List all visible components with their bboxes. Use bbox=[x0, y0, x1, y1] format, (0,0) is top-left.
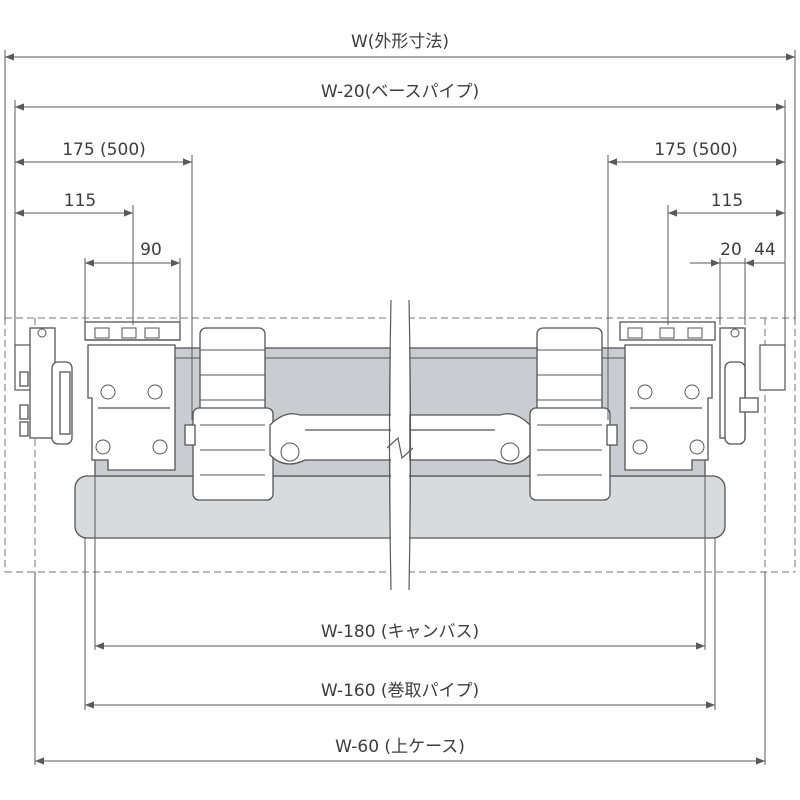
dim-right-44-label: 44 bbox=[754, 240, 776, 260]
dim-w-canvas-label: W-180 (キャンバス) bbox=[321, 622, 479, 642]
dim-right-115-label: 115 bbox=[711, 191, 743, 211]
dim-right-175-label: 175 (500) bbox=[654, 140, 738, 160]
dim-w-upper-case-label: W-60 (上ケース) bbox=[335, 737, 465, 757]
dim-left-175-label: 175 (500) bbox=[62, 140, 146, 160]
dim-w-total-label: W(外形寸法) bbox=[351, 32, 449, 52]
extension-lines bbox=[4, 50, 796, 765]
dim-w-base-pipe-label: W-20(ベースパイプ) bbox=[321, 82, 479, 102]
right-bracket bbox=[409, 321, 759, 501]
dim-right-20-label: 20 bbox=[720, 240, 742, 260]
dim-left-90-label: 90 bbox=[140, 240, 162, 260]
center-break bbox=[386, 299, 414, 591]
dashed-envelope bbox=[4, 317, 796, 573]
dim-left-115-label: 115 bbox=[64, 191, 96, 211]
left-bracket bbox=[19, 321, 401, 501]
dim-w-roll-pipe-label: W-160 (巻取パイプ) bbox=[321, 681, 479, 701]
dimension-labels: W(外形寸法) W-20(ベースパイプ) 175 (500) 175 (500)… bbox=[62, 32, 776, 757]
dimension-lines bbox=[5, 53, 795, 765]
